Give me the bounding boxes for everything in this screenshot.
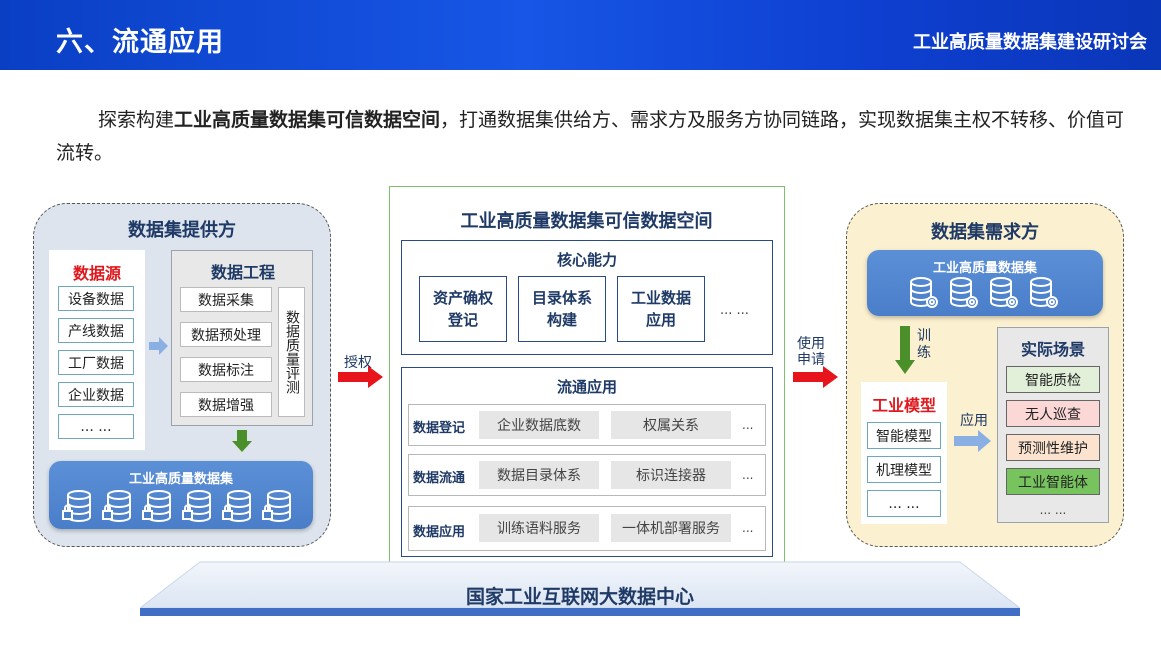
model-item: 机理模型	[867, 456, 941, 483]
industrial-model-title: 工业模型	[871, 396, 936, 415]
flow-row: 数据流通 数据目录体系 标识连接器 ...	[408, 454, 766, 496]
authorize-label: 授权	[344, 355, 372, 371]
flow-row-label: 数据应用	[413, 525, 466, 540]
core-more: ... ...	[720, 303, 749, 318]
source-item: 设备数据	[58, 286, 134, 311]
engineering-item: 数据标注	[180, 357, 272, 382]
source-item: 产线数据	[58, 318, 134, 343]
scene-item: 无人巡查	[1006, 400, 1100, 427]
scene-more: ... ...	[1039, 503, 1067, 517]
core-item-line: 工业数据	[630, 289, 691, 307]
train-label: 训练	[917, 328, 931, 361]
scene-item: 智能质检	[1006, 366, 1100, 393]
core-title: 核心能力	[556, 251, 617, 269]
core-item-line: 登记	[447, 311, 478, 329]
intro-suffix: ，打通数据集供给方、需求方及服务方协同链路，实现数据集主权不转移、价值可流转。	[56, 109, 1125, 164]
flow-row: 数据登记 企业数据底数 权属关系 ...	[408, 404, 766, 446]
flow-row-label: 数据登记	[413, 421, 466, 436]
database-lock-icons	[62, 490, 291, 522]
core-item-line: 应用	[645, 311, 676, 329]
engineering-item: 数据增强	[180, 392, 272, 417]
flow-row-label: 数据流通	[413, 471, 466, 486]
real-scenarios-title: 实际场景	[1020, 340, 1085, 359]
flow-row-cell: 标识连接器	[611, 461, 731, 489]
demand-panel: 数据集需求方 工业高质量数据集 训练 工业模型 智能模型 机理模型 ... ..…	[846, 203, 1124, 547]
train-arrow-icon	[895, 326, 915, 374]
header-bar	[0, 0, 1161, 70]
supply-panel: 数据集提供方 数据源 设备数据 产线数据 工厂数据 企业数据 ... ... 数…	[33, 203, 331, 547]
flow-row: 数据应用 训练语料服务 一体机部署服务 ...	[408, 506, 766, 551]
source-item: ... ...	[58, 414, 134, 439]
flow-row-more: ...	[742, 418, 754, 432]
flow-row-cell: 训练语料服务	[479, 514, 599, 542]
source-item: 工厂数据	[58, 350, 134, 375]
intro-paragraph: 探索构建工业高质量数据集可信数据空间，打通数据集供给方、需求方及服务方协同链路，…	[56, 104, 1136, 170]
data-engineering-box: 数据工程 数据采集 数据预处理 数据标注 数据增强 数据质量评测	[171, 250, 313, 426]
down-arrow-icon	[232, 430, 252, 452]
database-gear-icons	[910, 277, 1058, 308]
authorize-arrow-icon	[338, 366, 383, 388]
data-source-title: 数据源	[72, 264, 121, 283]
scene-item: 预测性维护	[1006, 434, 1100, 461]
core-item: 目录体系构建	[518, 276, 606, 342]
model-item: 智能模型	[867, 422, 941, 449]
flow-row-cell: 一体机部署服务	[611, 514, 731, 542]
use-arrow-icon	[954, 430, 991, 452]
real-scenarios-box: 实际场景 智能质检 无人巡查 预测性维护 工业智能体 ... ...	[997, 327, 1109, 523]
platform-label: 国家工业互联网大数据中心	[465, 586, 694, 608]
intro-bold: 工业高质量数据集可信数据空间	[174, 109, 441, 131]
data-source-box: 数据源 设备数据 产线数据 工厂数据 企业数据 ... ...	[49, 250, 145, 450]
conference-title: 工业高质量数据集建设研讨会	[913, 32, 1147, 53]
flow-title: 流通应用	[556, 378, 617, 396]
demand-dataset-box: 工业高质量数据集	[867, 250, 1103, 316]
flow-row-cell: 数据目录体系	[479, 461, 599, 489]
data-engineering-title: 数据工程	[210, 263, 275, 282]
demand-dataset-title: 工业高质量数据集	[932, 261, 1037, 276]
apply-arrow-icon	[793, 366, 838, 388]
flow-row-more: ...	[742, 521, 754, 535]
trusted-data-space-panel: 工业高质量数据集可信数据空间 核心能力 资产确权登记 目录体系构建 工业数据应用…	[389, 186, 785, 570]
flow-application-box: 流通应用 数据登记 企业数据底数 权属关系 ... 数据流通 数据目录体系 标识…	[401, 367, 773, 557]
model-item: ... ...	[867, 490, 941, 517]
flow-row-more: ...	[742, 468, 754, 482]
platform-base	[140, 561, 1020, 616]
flow-row-cell: 权属关系	[611, 411, 731, 439]
engineering-item: 数据采集	[180, 287, 272, 312]
page-title: 六、流通应用	[56, 27, 224, 58]
core-capabilities-box: 核心能力 资产确权登记 目录体系构建 工业数据应用 ... ...	[401, 240, 773, 355]
core-item-line: 构建	[546, 311, 577, 329]
core-item-line: 资产确权	[432, 289, 493, 307]
apply-label: 使用申请	[797, 336, 825, 368]
supply-dataset-title: 工业高质量数据集	[128, 472, 233, 487]
use-label: 应用	[960, 413, 988, 429]
core-item: 工业数据应用	[617, 276, 705, 342]
industrial-model-box: 工业模型 智能模型 机理模型 ... ...	[861, 382, 947, 524]
source-item: 企业数据	[58, 382, 134, 407]
scene-item: 工业智能体	[1006, 468, 1100, 495]
flow-row-cell: 企业数据底数	[479, 411, 599, 439]
right-arrow-icon	[149, 337, 168, 355]
quality-eval-item: 数据质量评测	[278, 287, 305, 417]
demand-title: 数据集需求方	[931, 222, 1039, 243]
supply-title: 数据集提供方	[128, 220, 236, 241]
core-item: 资产确权登记	[419, 276, 507, 342]
center-title: 工业高质量数据集可信数据空间	[460, 211, 713, 232]
core-item-line: 目录体系	[531, 289, 592, 307]
supply-dataset-box: 工业高质量数据集	[49, 461, 313, 529]
engineering-item: 数据预处理	[180, 322, 272, 347]
intro-prefix: 探索构建	[98, 109, 175, 131]
